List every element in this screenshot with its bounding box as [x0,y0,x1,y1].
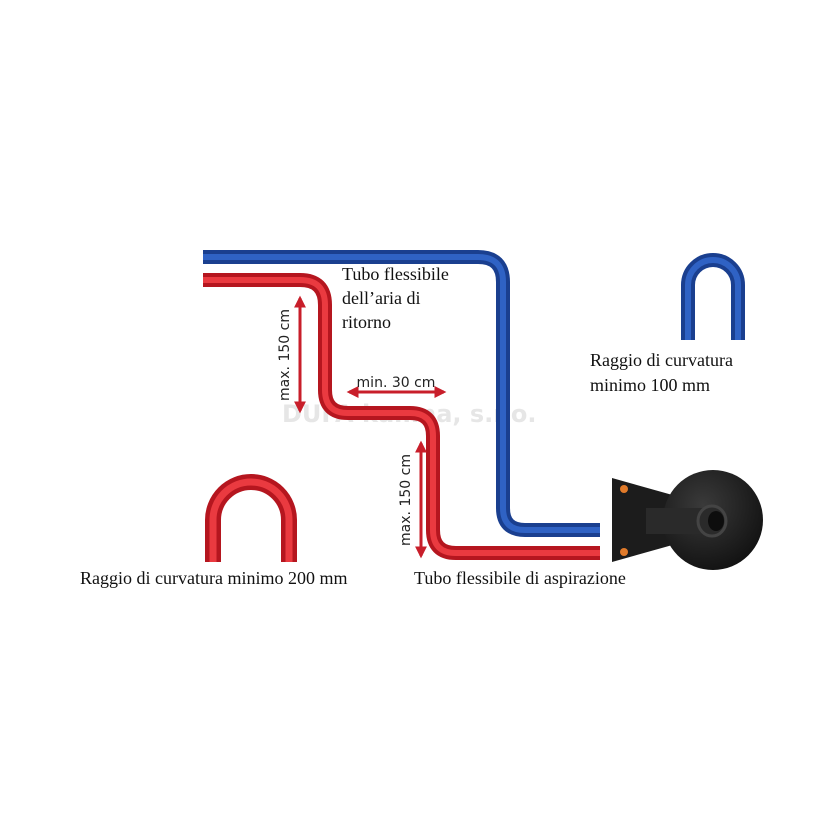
blue-bend-radius-label: Raggio di curvatura minimo 100 mm [590,350,737,395]
suction-hose-label: Tubo flessibile di aspirazione [414,568,626,588]
bolt-icon [620,548,628,556]
upper-vertical-dimension-label: max. 150 cm [277,309,293,401]
horizontal-dimension-label: min. 30 cm [357,375,436,391]
return-hose-label: Tubo flessibile dell’aria di ritorno [342,264,453,332]
wall-fitting-icon [612,470,763,570]
blue-bend-example [681,253,745,340]
lower-vertical-dimension-label: max. 150 cm [398,454,414,546]
bolt-icon [620,485,628,493]
red-bend-radius-label: Raggio di curvatura minimo 200 mm [80,568,347,588]
